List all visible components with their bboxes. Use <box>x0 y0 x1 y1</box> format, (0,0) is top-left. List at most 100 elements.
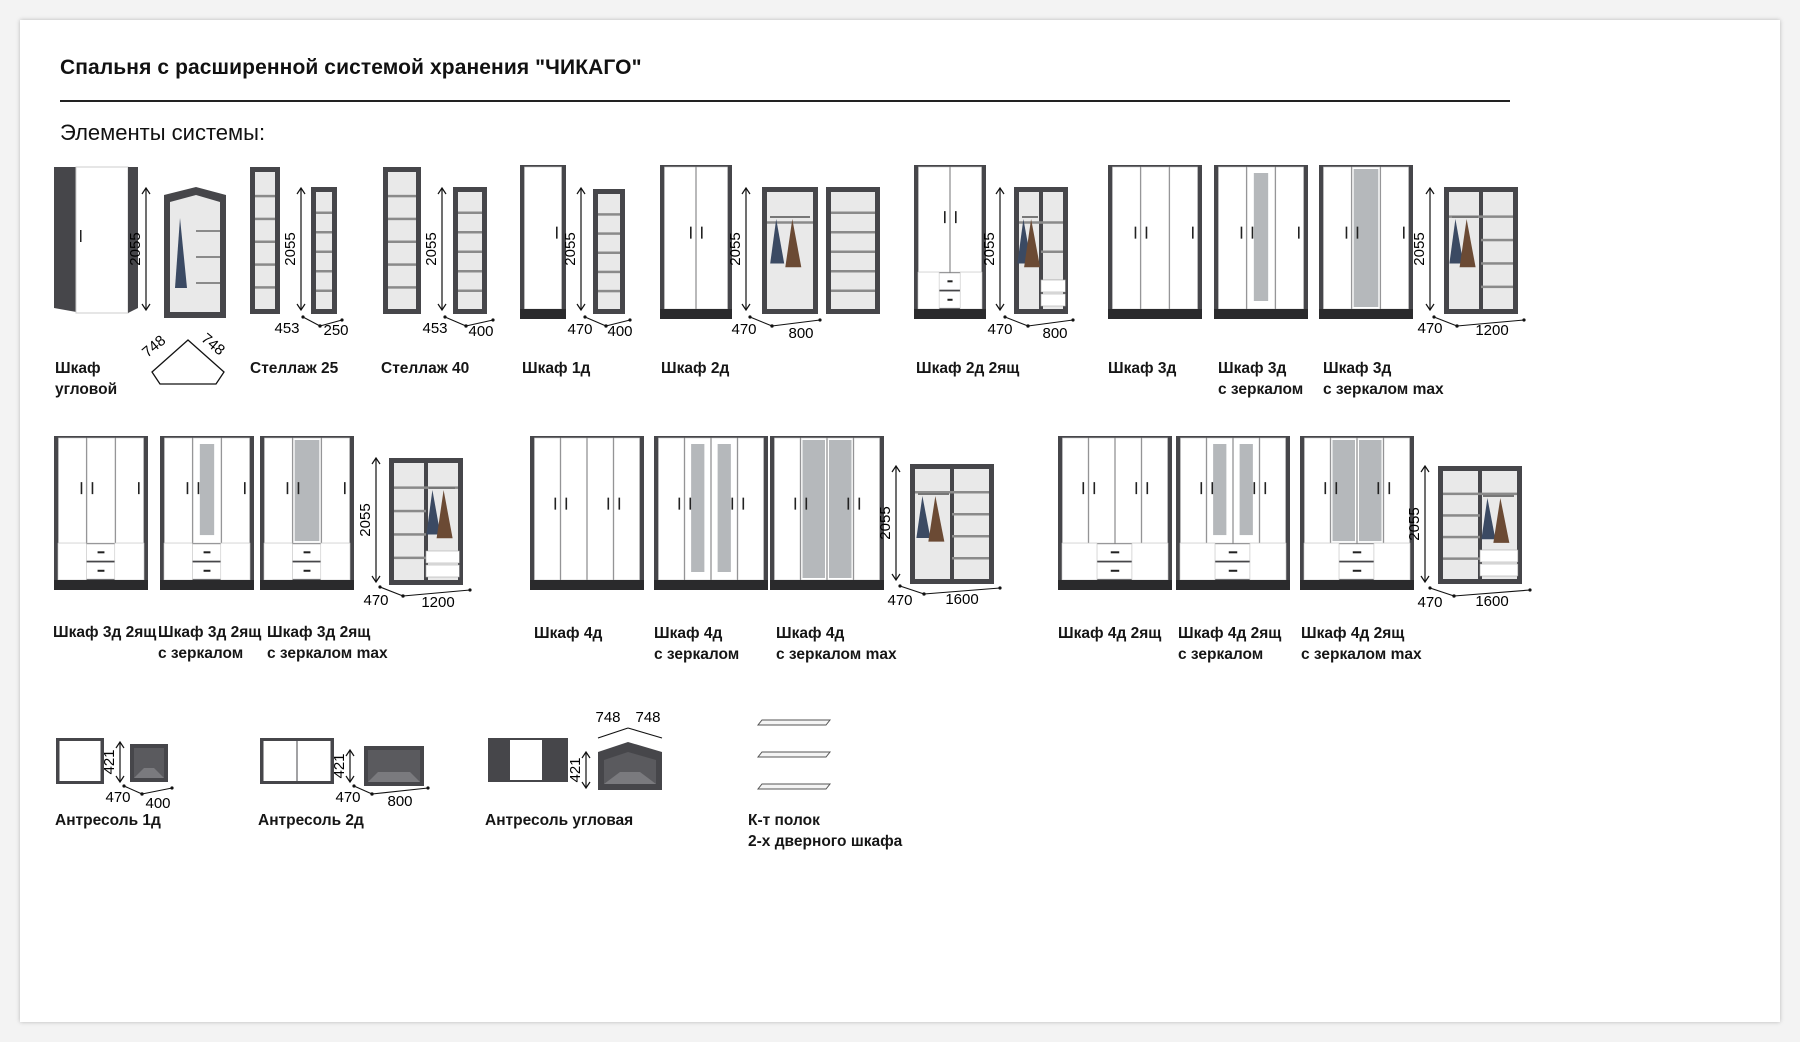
side <box>54 167 82 313</box>
door-handle <box>1135 482 1138 495</box>
depth-dimension: 470 <box>567 315 608 338</box>
dimension-arrow-icon <box>426 786 430 790</box>
mirror <box>1253 173 1269 301</box>
section-subtitle: Элементы системы: <box>60 120 266 145</box>
dimension-value: 1600 <box>1475 593 1508 610</box>
shelf <box>952 535 989 538</box>
door-handle <box>1298 226 1300 239</box>
dimension-value: 470 <box>1417 594 1442 611</box>
shelf <box>316 211 332 214</box>
product-label-acorner: Антресоль угловая <box>485 810 633 831</box>
wardrobe-icon <box>160 436 254 590</box>
drawer <box>1479 563 1519 577</box>
door <box>1259 437 1286 544</box>
drawer-handle <box>1110 551 1120 554</box>
dimension-value: 2055 <box>1411 232 1428 265</box>
product-label-shelf25: Стеллаж 25 <box>250 358 338 379</box>
dimension-value: 453 <box>274 320 299 337</box>
product-label-line: Шкаф 2д 2ящ <box>916 360 1020 377</box>
door-handle <box>556 226 558 239</box>
door-handle <box>1251 226 1254 239</box>
dimension-value: 800 <box>1042 325 1067 342</box>
door-handle <box>1211 482 1214 495</box>
dimension-arrow-icon <box>741 186 751 195</box>
corner-wardrobe-icon <box>54 166 138 314</box>
door-handle <box>197 482 200 495</box>
height-dimension: 2055 <box>282 186 306 312</box>
product-label-line: Шкаф 3д 2ящ <box>267 624 371 641</box>
product-label-line: с зеркалом max <box>1323 381 1444 398</box>
drawer <box>1479 549 1519 563</box>
dimension-value: 748 <box>139 332 169 361</box>
height-dimension: 2055 <box>1406 464 1430 584</box>
door <box>587 437 614 581</box>
shelf <box>196 282 220 284</box>
door-handle <box>1200 482 1203 495</box>
dimension-arrow-icon <box>1452 594 1456 598</box>
door-handle <box>701 226 703 239</box>
shelf <box>316 289 332 292</box>
shelf <box>831 289 875 292</box>
door-handle <box>1403 226 1405 239</box>
shelf <box>767 221 813 224</box>
dimension-arrow-icon <box>998 586 1002 590</box>
height-dimension: 2055 <box>981 186 1005 312</box>
door <box>1131 542 1169 581</box>
shelf <box>756 751 832 758</box>
shelf <box>458 270 482 273</box>
dimension-line <box>597 727 629 739</box>
door-handle <box>1388 482 1391 495</box>
dimension-value: 400 <box>607 323 632 340</box>
product-label-line: с зеркалом <box>654 646 740 663</box>
wardrobe-icon <box>770 436 884 590</box>
shelf <box>598 213 620 216</box>
door <box>774 437 801 581</box>
mezzanine-icon <box>130 744 168 782</box>
dimension-arrow-icon <box>1432 315 1436 319</box>
shelf <box>1481 262 1513 265</box>
title-divider <box>60 100 1510 102</box>
depth-dimension: 470 <box>731 315 774 338</box>
dimension-value: 470 <box>887 592 912 609</box>
coat <box>1024 219 1041 268</box>
shelf <box>1019 221 1041 224</box>
dimension-arrow-icon <box>371 575 381 584</box>
door-handle <box>344 482 346 495</box>
dimension-value: 421 <box>331 753 348 778</box>
drawer <box>1040 293 1066 307</box>
dimension-arrow-icon <box>296 303 306 312</box>
dimension-line <box>444 316 467 327</box>
door <box>86 437 116 544</box>
door <box>1061 542 1098 581</box>
door <box>1180 437 1207 544</box>
plinth <box>660 309 732 319</box>
depth-dimension: 800 <box>770 318 822 342</box>
shelf <box>255 263 275 266</box>
door <box>524 166 562 310</box>
divider <box>950 469 954 579</box>
height-dimension: 2055 <box>877 464 901 582</box>
shelf <box>458 289 482 292</box>
door <box>613 437 640 581</box>
wardrobe-icon <box>530 436 644 590</box>
depth-dimension: 800 <box>1026 318 1075 342</box>
dimension-arrow-icon <box>115 740 125 749</box>
plinth <box>654 580 768 590</box>
dimension-value: 1200 <box>421 594 454 611</box>
door <box>59 741 101 781</box>
mirror <box>1239 444 1253 536</box>
shelf <box>598 289 620 293</box>
product-label-w4d: Шкаф 4д <box>534 623 602 644</box>
dimension-arrow-icon <box>318 324 322 328</box>
dimension-arrow-icon <box>468 588 472 592</box>
door <box>1373 542 1411 581</box>
product-label-a2d: Антресоль 2д <box>258 810 364 831</box>
shelving-icon <box>383 167 421 314</box>
drawer-handle <box>97 551 105 554</box>
door <box>1140 166 1170 310</box>
drawer-handle <box>203 551 211 554</box>
door-handle <box>1253 482 1256 495</box>
